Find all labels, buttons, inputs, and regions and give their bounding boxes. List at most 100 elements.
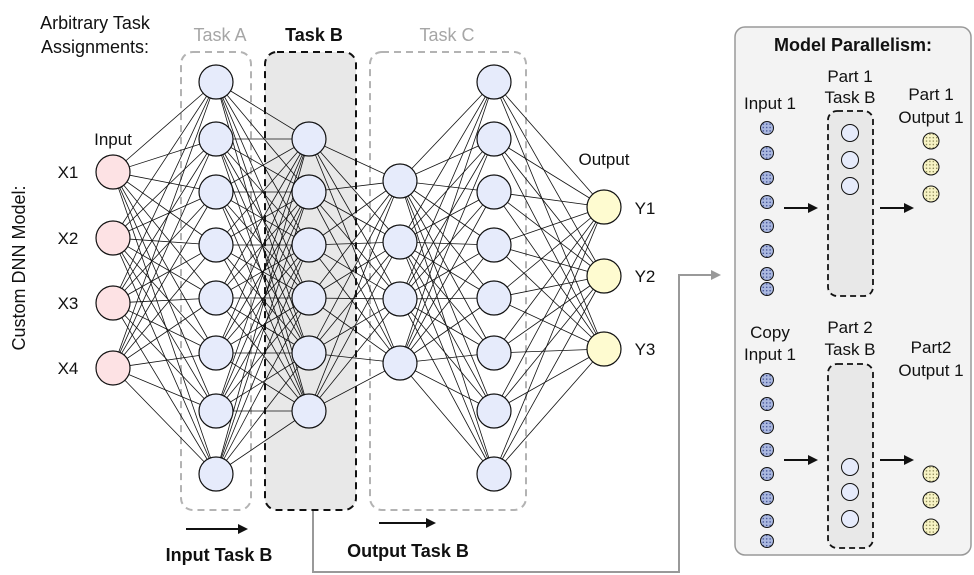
bottom-output-node xyxy=(922,491,940,509)
node-l1-6 xyxy=(198,393,234,429)
edge xyxy=(215,244,310,299)
output-y1: Y1 xyxy=(635,199,656,218)
top-part-node xyxy=(841,151,859,169)
edge xyxy=(215,81,310,354)
edge xyxy=(399,138,495,300)
bottom-part-node xyxy=(841,483,859,501)
header-line2: Assignments: xyxy=(41,37,149,57)
node-l0-2 xyxy=(95,285,131,321)
edge xyxy=(308,180,401,412)
bottom-input-dot xyxy=(760,534,774,548)
edge xyxy=(308,191,401,300)
edge xyxy=(215,191,310,412)
bottom-output-node xyxy=(922,518,940,536)
node-l2-5 xyxy=(291,393,327,429)
edge xyxy=(215,191,310,354)
part1-task-b-box xyxy=(827,110,874,297)
bottom-part-node xyxy=(841,510,859,528)
edge xyxy=(399,298,495,354)
top-input-dot xyxy=(760,146,774,160)
edge xyxy=(308,138,401,364)
top-output-line2: Output 1 xyxy=(898,108,963,127)
node-l4-5 xyxy=(476,335,512,371)
node-l4-6 xyxy=(476,393,512,429)
node-l4-2 xyxy=(476,174,512,210)
edge xyxy=(493,191,605,208)
edge xyxy=(399,180,495,354)
node-l1-7 xyxy=(198,456,234,492)
node-l1-5 xyxy=(198,335,234,371)
edge xyxy=(215,81,310,299)
node-l2-0 xyxy=(291,121,327,157)
top-input-dot xyxy=(760,267,774,281)
edge xyxy=(215,138,310,193)
panel-nodes xyxy=(760,121,940,548)
input-x4: X4 xyxy=(58,359,79,378)
edge xyxy=(493,191,605,350)
edge xyxy=(215,410,310,475)
edge xyxy=(112,237,217,354)
node-l4-0 xyxy=(476,64,512,100)
edge xyxy=(399,241,495,412)
node-l2-4 xyxy=(291,335,327,371)
edge xyxy=(308,191,401,364)
task-c-box xyxy=(369,51,527,511)
edge xyxy=(112,81,217,239)
edge xyxy=(215,81,310,246)
edge xyxy=(399,81,495,182)
edge xyxy=(112,302,217,354)
edge xyxy=(112,138,217,239)
top-input-dot xyxy=(760,282,774,296)
node-l0-3 xyxy=(95,350,131,386)
edge xyxy=(399,191,495,243)
edge xyxy=(215,138,310,354)
edge xyxy=(112,138,217,369)
node-l1-2 xyxy=(198,174,234,210)
edge xyxy=(215,81,310,140)
edge xyxy=(112,367,217,412)
edge xyxy=(308,241,401,299)
edge xyxy=(112,81,217,369)
edge xyxy=(215,244,310,354)
arrow-right-icon xyxy=(186,524,248,534)
node-l1-1 xyxy=(198,121,234,157)
header-line1: Arbitrary Task xyxy=(40,13,151,33)
network-nodes xyxy=(95,64,622,492)
edge xyxy=(308,297,401,364)
arrow-right-icon xyxy=(880,203,914,213)
network-edges xyxy=(112,81,605,475)
arrow-right-icon xyxy=(880,455,914,465)
bottom-input-dot xyxy=(760,491,774,505)
edge xyxy=(493,244,605,277)
top-input-dot xyxy=(760,219,774,233)
top-output-line1: Part 1 xyxy=(908,85,953,104)
input-x3: X3 xyxy=(58,294,79,313)
edge xyxy=(308,180,401,299)
edge xyxy=(493,191,605,277)
edge xyxy=(112,237,217,475)
task-c-label: Task C xyxy=(419,25,474,45)
node-l4-3 xyxy=(476,227,512,263)
edge xyxy=(493,206,605,246)
edge xyxy=(493,244,605,350)
edge xyxy=(493,206,605,299)
edge xyxy=(112,138,217,304)
top-input-label: Input 1 xyxy=(744,94,796,113)
output-task-b-label: Output Task B xyxy=(347,541,469,561)
edge xyxy=(399,138,495,364)
top-input-dot xyxy=(760,121,774,135)
edge xyxy=(399,298,495,475)
output-y3: Y3 xyxy=(635,340,656,359)
edge xyxy=(493,275,605,299)
edge xyxy=(308,180,401,246)
node-l3-3 xyxy=(382,345,418,381)
edge xyxy=(399,191,495,300)
edge xyxy=(308,244,401,364)
edge xyxy=(399,81,495,243)
edge xyxy=(112,81,217,304)
edge xyxy=(493,81,605,277)
edge xyxy=(112,138,217,173)
bottom-input-line2: Input 1 xyxy=(744,345,796,364)
top-part-line2: Task B xyxy=(824,88,875,107)
